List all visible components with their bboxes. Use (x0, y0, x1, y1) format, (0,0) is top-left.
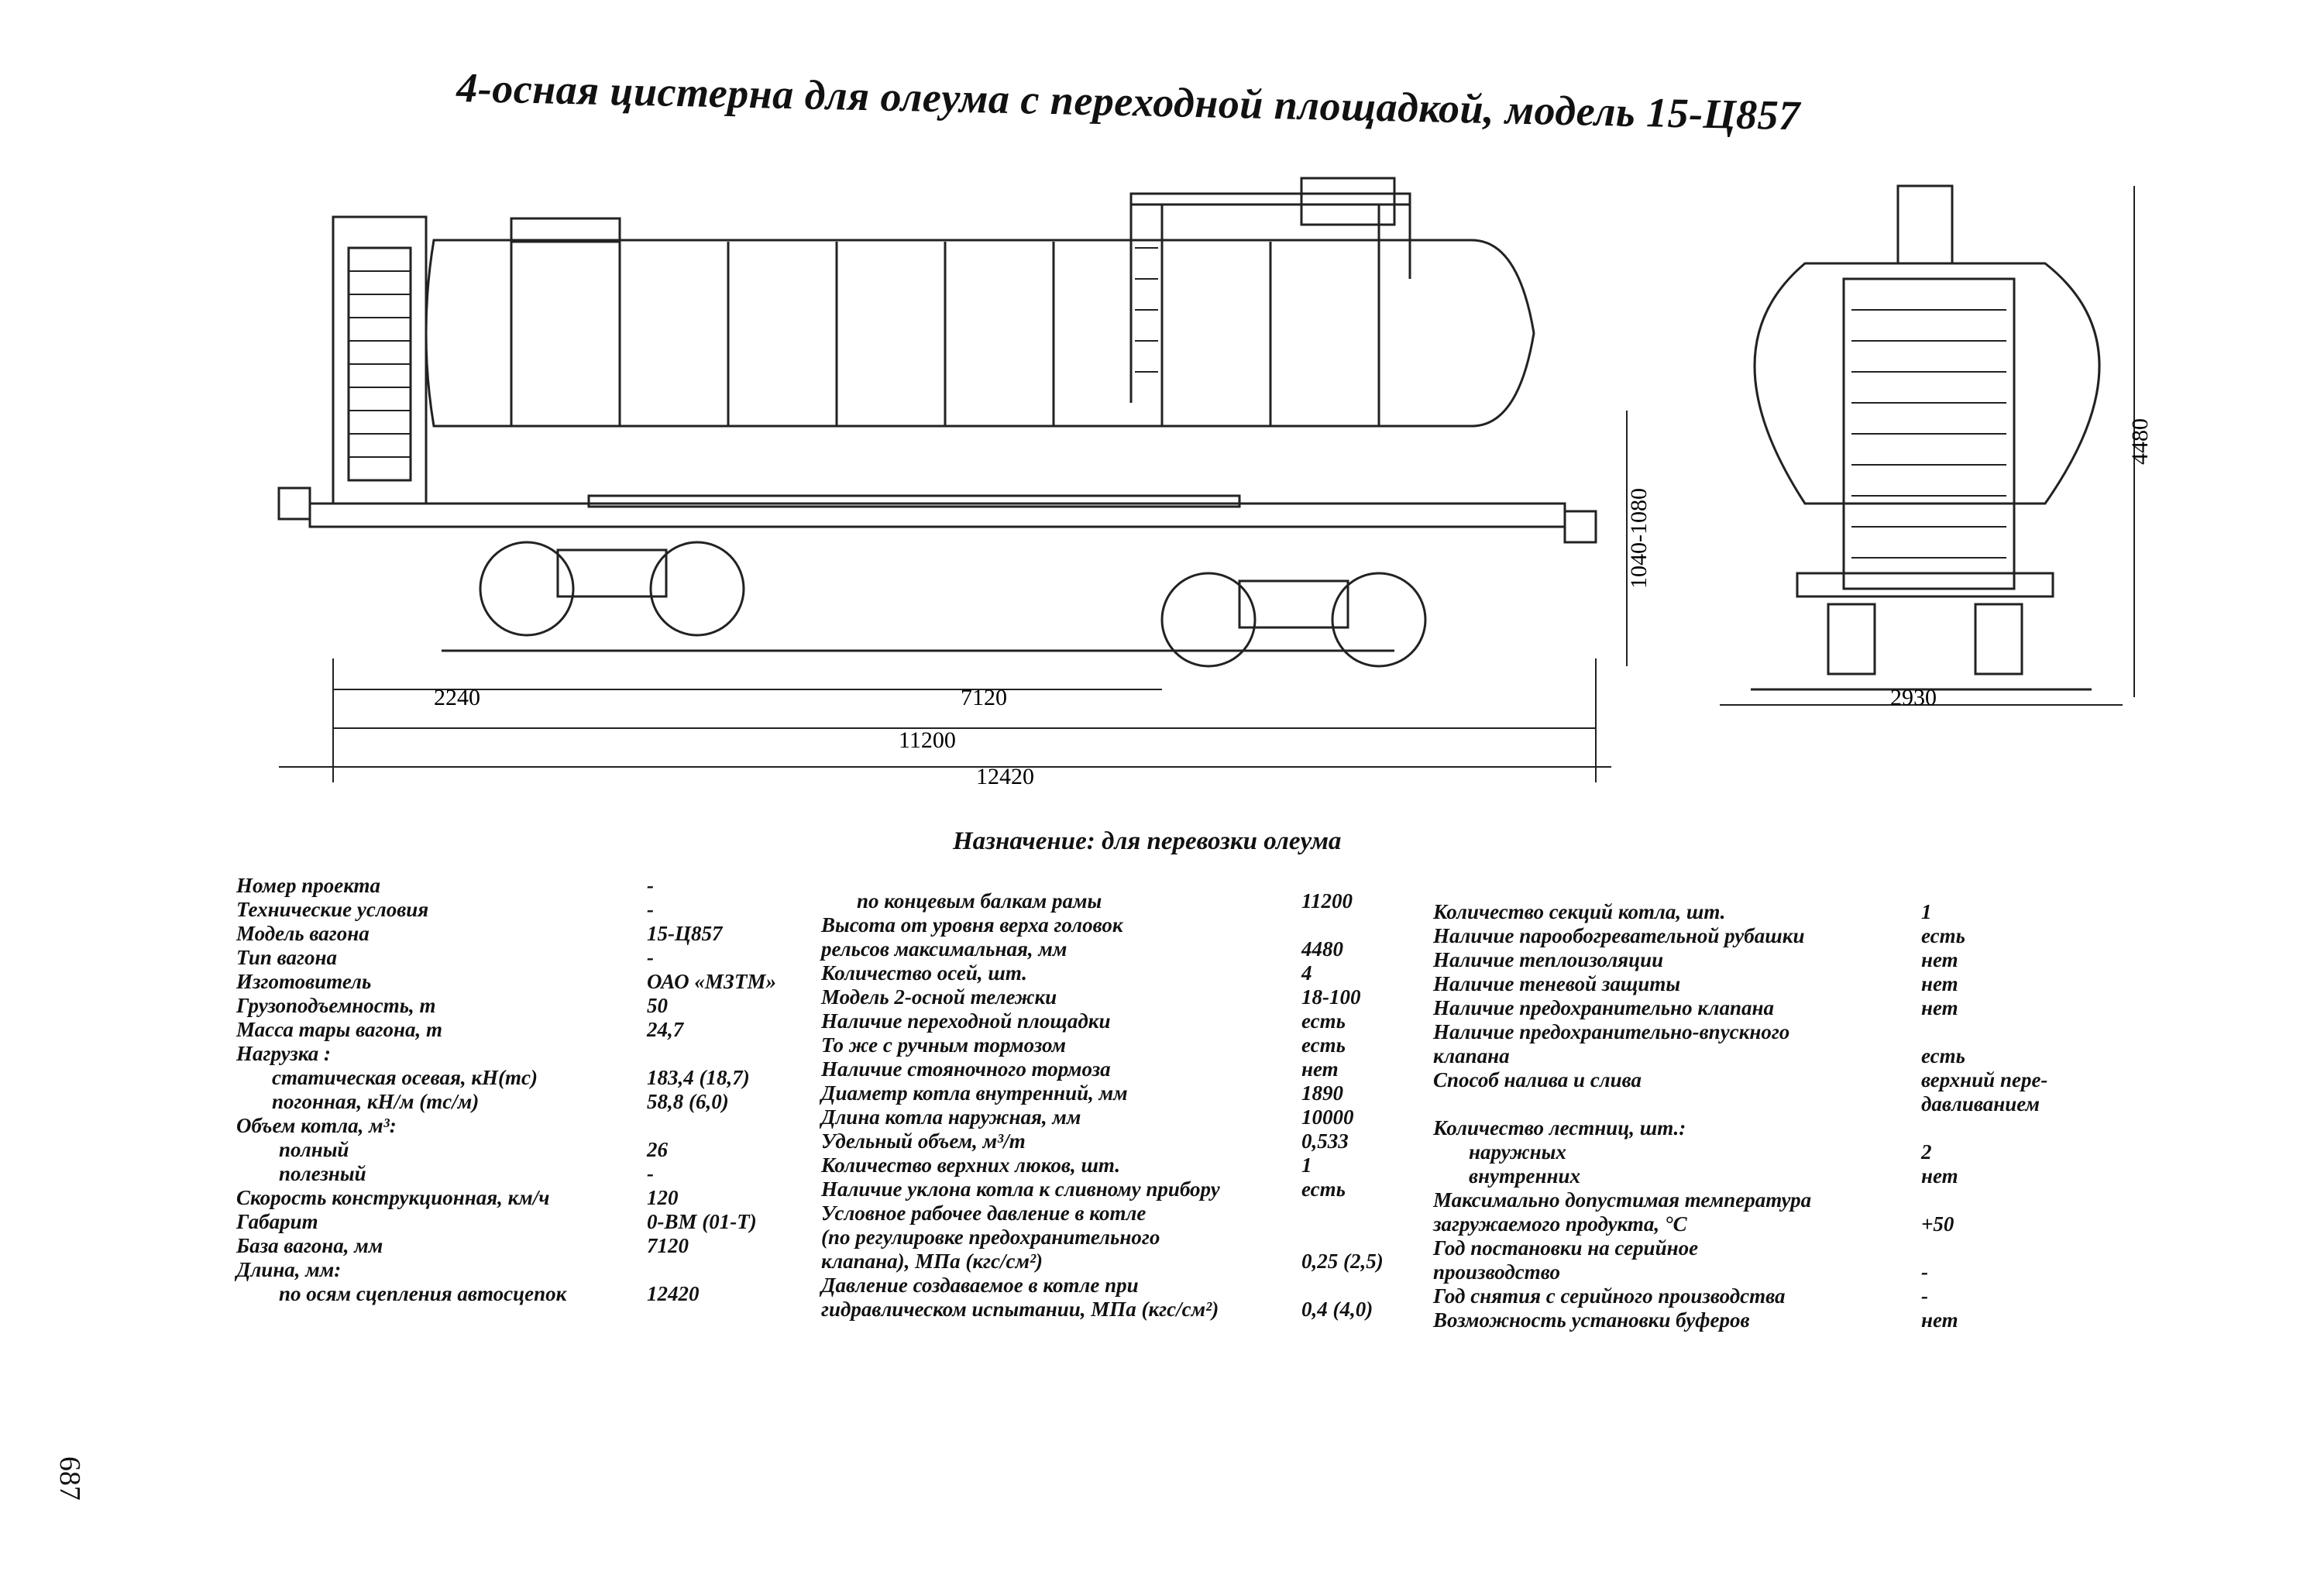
spec-row: Количество секций котла, шт.1 (1433, 900, 1932, 923)
spec-row: Давление создаваемое в котле при (821, 1274, 1139, 1297)
spec-row: Объем котла, м³: (236, 1114, 397, 1137)
spec-row: Количество лестниц, шт.: (1433, 1116, 1686, 1140)
spec-row: статическая осевая, кН(тс)183,4 (18,7) (272, 1066, 750, 1089)
dim-2930: 2930 (1890, 685, 1937, 710)
spec-row: Год постановки на серийное (1433, 1236, 1699, 1260)
page-number: 687 (53, 1456, 86, 1500)
spec-row: Высота от уровня верха головок (821, 913, 1123, 937)
spec-row: Количество осей, шт.4 (821, 961, 1312, 985)
spec-row: Номер проекта- (236, 874, 654, 897)
spec-row: Технические условия- (236, 898, 654, 921)
spec-row: Условное рабочее давление в котле (821, 1201, 1147, 1225)
spec-row: Нагрузка : (236, 1042, 332, 1065)
spec-row: давливанием (1921, 1092, 2040, 1115)
spec-row: погонная, кН/м (тс/м)58,8 (6,0) (272, 1090, 729, 1113)
spec-row: производство- (1433, 1260, 1928, 1284)
spec-column-1: Номер проекта- Технические условия- Моде… (236, 874, 841, 1306)
page-title: 4-осная цистерна для олеума с переходной… (456, 64, 1801, 139)
spec-row: гидравлическом испытании, МПа (кгс/см²)0… (821, 1298, 1373, 1321)
side-view-drawing: 2240 7120 11200 12420 1040-1080 (277, 177, 1652, 789)
dim-12420: 12420 (976, 764, 1034, 789)
dim-7120: 7120 (961, 685, 1007, 710)
spec-row: (по регулировке предохранительного (821, 1225, 1160, 1249)
spec-row: Количество верхних люков, шт.1 (821, 1153, 1312, 1177)
spec-row: Тип вагона- (236, 946, 654, 969)
dim-1040-1080: 1040-1080 (1626, 488, 1652, 589)
dim-11200: 11200 (899, 727, 956, 753)
spec-row: Наличие предохранительно-впускного (1433, 1020, 1790, 1043)
spec-row: загружаемого продукта, °С+50 (1433, 1212, 1954, 1236)
end-view-drawing: 2930 4480 (1720, 184, 2153, 710)
spec-row: клапана), МПа (кгс/см²)0,25 (2,5) (821, 1250, 1384, 1273)
spec-column-3: Количество секций котла, шт.1 Наличие па… (1433, 900, 2068, 1332)
spec-row: Год снятия с серийного производства- (1433, 1284, 1928, 1308)
spec-row: полезный- (279, 1162, 654, 1185)
dim-4480: 4480 (2127, 418, 2153, 465)
spec-row: Длина, мм: (236, 1258, 342, 1281)
dim-2240: 2240 (434, 685, 480, 710)
purpose-caption: Назначение: для перевозки олеума (953, 827, 1342, 855)
spec-row: Максимально допустимая температура (1433, 1188, 1812, 1212)
